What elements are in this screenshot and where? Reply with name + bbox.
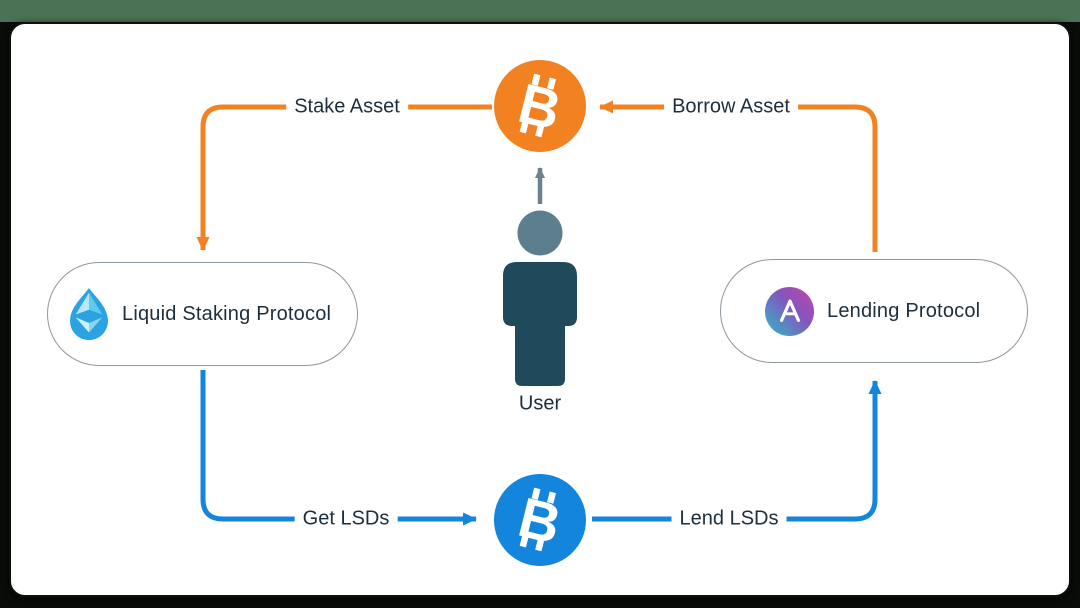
liquid-staking-protocol-label: Liquid Staking Protocol: [122, 302, 332, 325]
bitcoin-symbol: B: [513, 71, 567, 142]
user-icon: [503, 210, 577, 386]
frame-top-band: [0, 0, 1080, 22]
user-head: [517, 210, 563, 256]
aave-icon: [765, 286, 814, 336]
user-body: [503, 262, 577, 386]
lending-protocol-label: Lending Protocol: [827, 299, 981, 322]
bitcoin-symbol: B: [513, 485, 567, 556]
bitcoin-icon-blue: B: [494, 474, 586, 566]
edge-label-borrow-asset: Borrow Asset: [664, 94, 798, 120]
borrow-asset-connector: [599, 100, 878, 252]
edge-label-stake-asset: Stake Asset: [286, 94, 408, 120]
bitcoin-icon-orange: B: [494, 60, 586, 152]
node-liquid-staking-protocol: Liquid Staking Protocol: [47, 262, 358, 366]
lend-lsds-connector: [592, 380, 882, 522]
svg-text:B: B: [513, 71, 567, 142]
get-lsds-connector: [200, 370, 477, 526]
svg-text:B: B: [513, 485, 567, 556]
user-label: User: [518, 392, 562, 415]
aave-letter: [779, 299, 800, 322]
edge-label-get-lsds: Get LSDs: [294, 506, 398, 532]
edge-label-lend-lsds: Lend LSDs: [671, 506, 787, 532]
lido-droplet-icon: [70, 287, 108, 341]
node-lending-protocol: Lending Protocol: [720, 259, 1028, 363]
stake-asset-connector: [196, 104, 492, 251]
